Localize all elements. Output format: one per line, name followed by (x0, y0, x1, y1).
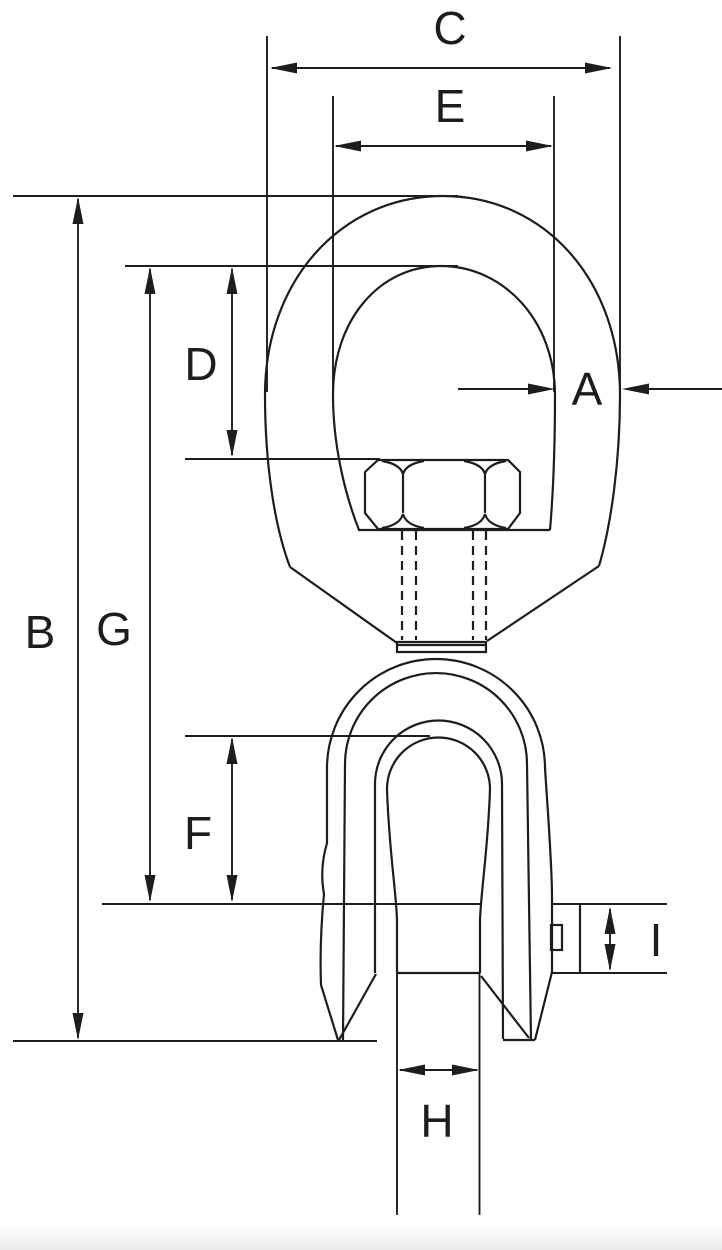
jaw-left-leg-chamfer (338, 973, 377, 1041)
hex-nut-chamfer-arcs (381, 459, 507, 530)
jaw-throat-arc-inner (385, 736, 492, 790)
eye-taper-right (486, 565, 600, 642)
dimension-h: H (396, 973, 481, 1215)
pin-boss (549, 923, 564, 952)
dim-label-g: G (96, 603, 132, 655)
dimension-g: G (96, 265, 458, 902)
eye-body (263, 194, 622, 654)
jaw-outer-arc-inner (343, 671, 529, 765)
dim-g-arrowhead-top (144, 267, 156, 294)
jaw-right-leg-inner (500, 783, 505, 1040)
dim-a-arrowhead-left (528, 383, 555, 395)
dim-label-h: H (420, 1095, 453, 1147)
dim-e-arrowhead-right (526, 140, 553, 152)
jaw-right-leg-second (525, 763, 533, 1041)
dim-g-arrowhead-bottom (144, 875, 156, 902)
dim-c-arrowhead-left (270, 62, 297, 74)
dim-a-arrowhead-right (622, 383, 649, 395)
dimension-f: F (184, 735, 430, 902)
dimension-a: A (458, 363, 722, 415)
dim-h-arrowhead-right (452, 1064, 479, 1076)
jaw-body (319, 657, 582, 1042)
dimension-d: D (184, 267, 380, 460)
swivel-collar (395, 640, 488, 654)
eye-taper-left (289, 566, 398, 644)
dimension-i: I (102, 903, 667, 974)
dim-b-arrowhead-bottom (72, 1013, 84, 1040)
bottom-fade (0, 1212, 722, 1250)
hidden-stud-lines (400, 531, 488, 640)
dimension-b: B (13, 195, 458, 1042)
dim-c-extension-lines (266, 36, 621, 392)
dim-e-extension-lines (332, 96, 555, 392)
dim-f-arrowhead-bottom (226, 875, 238, 902)
dim-h-extension-lines (396, 973, 481, 1215)
hex-nut-outline (363, 458, 522, 531)
jaw-throat-arc (373, 719, 504, 785)
dim-label-d: D (184, 338, 217, 390)
jaw-right-leg-chamfer (480, 975, 530, 1039)
dim-label-c: C (433, 2, 466, 54)
dim-label-f: F (184, 807, 212, 859)
dim-e-arrowhead-left (334, 140, 361, 152)
dim-f-arrowhead-top (226, 737, 238, 764)
jaw-slot-left (385, 788, 399, 973)
dim-d-arrowhead-top (226, 267, 238, 294)
jaw-right-leg-outer (533, 767, 554, 1041)
dim-label-i: I (650, 914, 663, 966)
jaw-outer-arc (325, 657, 547, 769)
dimension-e: E (332, 80, 555, 392)
dim-label-e: E (435, 80, 466, 132)
jaw-left-leg-second (341, 763, 347, 1041)
dimension-c: C (266, 2, 621, 392)
dim-i-arrowhead-top (604, 907, 616, 934)
dim-b-arrowhead-top (72, 197, 84, 224)
dim-h-arrowhead-left (398, 1064, 425, 1076)
dim-d-arrowhead-bottom (226, 430, 238, 457)
dim-label-a: A (572, 363, 603, 415)
dim-i-arrowhead-bottom (604, 944, 616, 971)
jaw-left-leg-outer (319, 768, 340, 1041)
dim-label-b: B (25, 606, 56, 658)
jaw-slot-right (478, 788, 492, 973)
dim-c-arrowhead-right (585, 62, 612, 74)
